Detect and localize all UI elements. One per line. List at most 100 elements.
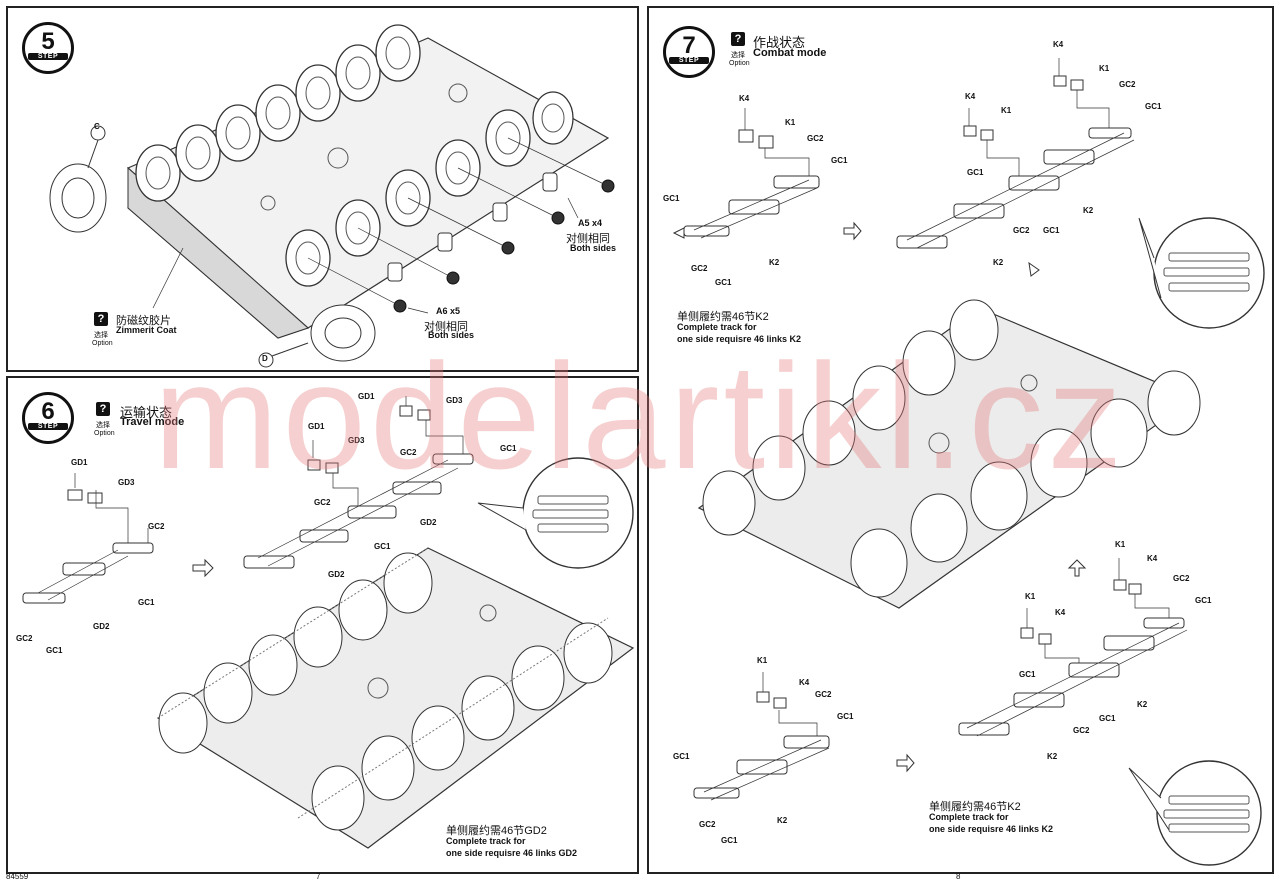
br-label-k4b: K4: [1147, 554, 1158, 563]
bl-label-gc2: GC2: [815, 690, 832, 699]
tr-label-gc2: GC2: [1119, 80, 1136, 89]
callout-c: C: [94, 122, 100, 131]
bl-label-gc2b: GC2: [699, 820, 716, 829]
tr-label-gc1: GC1: [1145, 102, 1162, 111]
left-label-gc2: GC2: [148, 522, 165, 531]
step-7-top-req-en2: one side requisre 46 links K2: [677, 334, 802, 344]
tl-label-gc1b: GC1: [663, 194, 680, 203]
mid-label-gd1: GD1: [308, 422, 325, 431]
step-6-req-cn: 单侧履约需46节GD2: [446, 825, 547, 837]
step-7-title-cn: 作战状态: [753, 35, 806, 50]
step-6-req-en2: one side requisre 46 links GD2: [446, 848, 578, 858]
tr-label-gc1c: GC1: [1043, 226, 1060, 235]
tl-label-k1: K1: [785, 118, 796, 127]
step-7-title-en: Combat mode: [753, 47, 827, 59]
left-label-gc1b: GC1: [46, 646, 63, 655]
a5-both-sides-cn: 对侧相同: [566, 233, 610, 245]
br-label-k1b: K1: [1115, 540, 1126, 549]
step-7-panel: 7 STEP ? 作战状态 Combat mode 选择 Option: [647, 6, 1274, 874]
step-6-badge: 6 STEP: [22, 392, 74, 444]
option-cn: 选择: [94, 332, 108, 339]
tr-label-k2: K2: [1083, 206, 1094, 215]
step-6-title-cn: 运输状态: [120, 405, 173, 420]
step-7-badge: 7 STEP: [663, 26, 715, 78]
tr-label-k2b: K2: [993, 258, 1004, 267]
step-6-illustration: [22, 396, 635, 849]
step-5-illustration: [49, 24, 615, 368]
option-cn: 选择: [96, 422, 110, 429]
option-cn: 选择: [731, 52, 745, 59]
bl-label-k1: K1: [757, 656, 768, 665]
br-label-k4: K4: [1055, 608, 1066, 617]
tr-label-gc2b: GC2: [1013, 226, 1030, 235]
tl-label-gc2b: GC2: [691, 264, 708, 273]
left-label-gd3: GD3: [118, 478, 135, 487]
tr-label-k4: K4: [965, 92, 976, 101]
step-7-number: 7: [682, 32, 696, 59]
mid-label-gc2b: GC2: [314, 498, 331, 507]
left-label-gc1: GC1: [138, 598, 155, 607]
step-7-top-req-en1: Complete track for: [677, 322, 757, 332]
br-label-k1: K1: [1025, 592, 1036, 601]
footer-page-7: 7: [316, 872, 321, 881]
step-6-number: 6: [41, 398, 55, 425]
step-6-panel: 6 STEP ? 运输状态 Travel mode 选择 Option: [6, 376, 639, 874]
a5-quantity: A5 x4: [578, 218, 603, 228]
mid-label-gd3b: GD3: [446, 396, 463, 405]
br-label-k2: K2: [1137, 700, 1148, 709]
mid-label-gd1b: GD1: [358, 392, 375, 401]
tl-label-gc2: GC2: [807, 134, 824, 143]
a6-both-sides-en: Both sides: [428, 330, 475, 340]
br-label-gc2b: GC2: [1073, 726, 1090, 735]
mid-label-gd2: GD2: [420, 518, 437, 527]
a5-both-sides-en: Both sides: [570, 243, 617, 253]
mid-label-gd2b: GD2: [328, 570, 345, 579]
bl-label-gc1b: GC1: [673, 752, 690, 761]
step-7-bottom-req-cn: 单侧履约需46节K2: [929, 801, 1021, 813]
option-en: Option: [92, 340, 113, 347]
step-7-label: STEP: [669, 57, 709, 64]
tr-label-k4b: K4: [1053, 40, 1064, 49]
step-5-label: STEP: [28, 53, 68, 60]
br-label-gc1c: GC1: [1099, 714, 1116, 723]
left-label-gd1: GD1: [71, 458, 88, 467]
tl-label-k4: K4: [739, 94, 750, 103]
option-question-icon: ?: [96, 402, 110, 416]
tl-label-gc1c: GC1: [715, 278, 732, 287]
tl-label-k2: K2: [769, 258, 780, 267]
option-question-icon: ?: [94, 312, 108, 326]
a6-quantity: A6 x5: [436, 306, 461, 316]
zimmerit-en: Zimmerit Coat: [116, 325, 177, 335]
step-5-panel: 5 STEP: [6, 6, 639, 372]
bl-label-k4: K4: [799, 678, 810, 687]
step-5-badge: 5 STEP: [22, 22, 74, 74]
step-5-number: 5: [41, 28, 55, 55]
br-label-gc1b: GC1: [1019, 670, 1036, 679]
option-en: Option: [729, 60, 750, 67]
option-en: Option: [94, 430, 115, 437]
step-6-title-en: Travel mode: [120, 416, 185, 428]
footer-code: 84559: [6, 872, 29, 881]
zimmerit-cn: 防磁纹胶片: [116, 315, 171, 327]
br-label-k2b: K2: [1047, 752, 1058, 761]
mid-label-gc1b: GC1: [374, 542, 391, 551]
callout-d: D: [262, 354, 268, 363]
mid-label-gd3: GD3: [348, 436, 365, 445]
tr-label-k1b: K1: [1099, 64, 1110, 73]
left-label-gd2: GD2: [93, 622, 110, 631]
br-label-gc1: GC1: [1195, 596, 1212, 605]
tl-label-gc1: GC1: [831, 156, 848, 165]
tr-label-k1: K1: [1001, 106, 1012, 115]
bl-label-gc1c: GC1: [721, 836, 738, 845]
footer-page-8: 8: [956, 872, 961, 881]
left-label-gc2b: GC2: [16, 634, 33, 643]
step-7-bottom-req-en2: one side requisre 46 links K2: [929, 824, 1054, 834]
a6-both-sides-cn: 对侧相同: [424, 321, 468, 333]
step-7-illustration: [672, 58, 1265, 866]
tr-label-gc1b: GC1: [967, 168, 984, 177]
bl-label-k2: K2: [777, 816, 788, 825]
step-6-req-en1: Complete track for: [446, 836, 526, 846]
mid-label-gc2: GC2: [400, 448, 417, 457]
option-question-icon: ?: [731, 32, 745, 46]
